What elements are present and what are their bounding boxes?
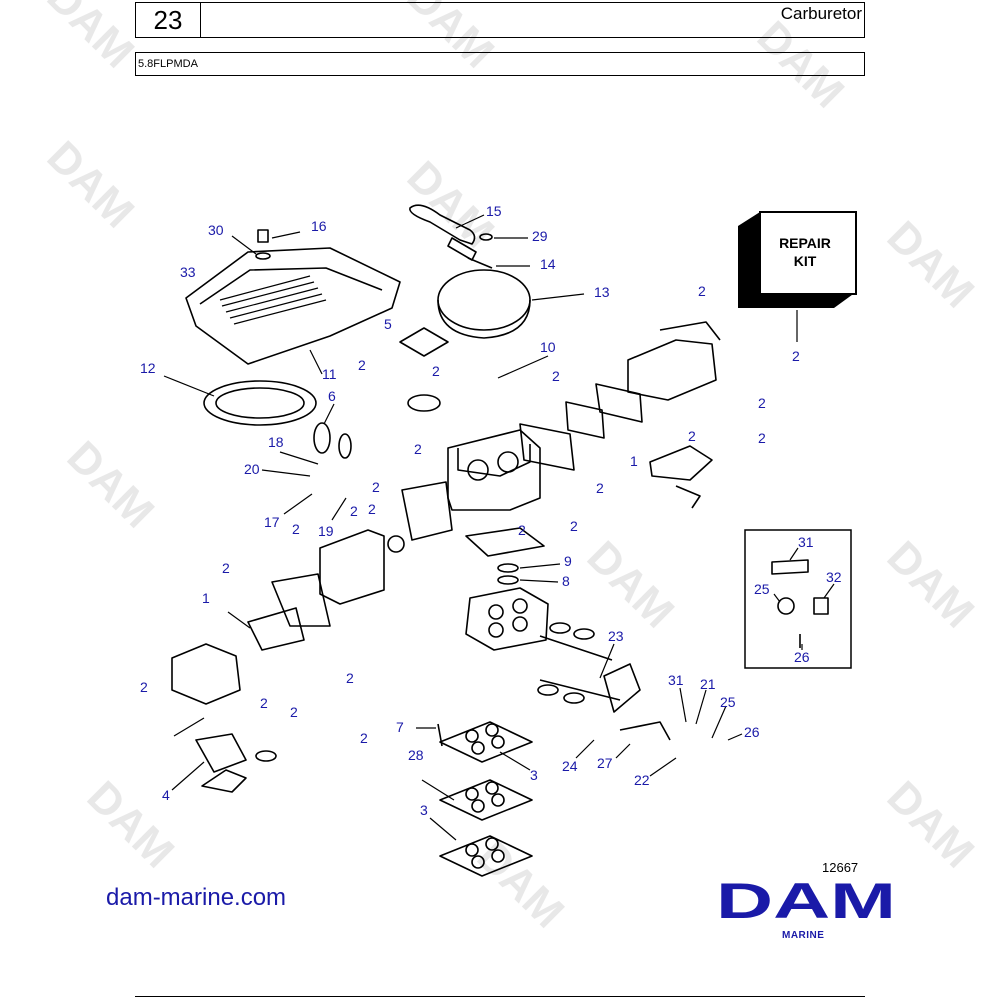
callout-30: 30 — [208, 222, 224, 238]
callout-32-inset: 32 — [826, 569, 842, 585]
logo-subtitle: MARINE — [782, 930, 825, 941]
callout-17: 17 — [264, 514, 280, 530]
callout-5: 5 — [384, 316, 392, 332]
callout-2: 2 — [222, 560, 230, 576]
callout-2: 2 — [596, 480, 604, 496]
footer-rule — [135, 996, 865, 997]
callout-16: 16 — [311, 218, 327, 234]
base-gasket-lower — [439, 835, 533, 877]
callout-13: 13 — [594, 284, 610, 300]
callout-2: 2 — [518, 522, 526, 538]
drawing-number: 12667 — [822, 860, 859, 875]
callout-19: 19 — [318, 523, 334, 539]
dam-logo: DAM — [716, 876, 896, 924]
callout-2: 2 — [792, 348, 800, 364]
callout-12: 12 — [140, 360, 156, 376]
callout-2: 2 — [758, 430, 766, 446]
hose-part — [409, 204, 476, 245]
callout-10: 10 — [540, 339, 556, 355]
callout-2: 2 — [358, 357, 366, 373]
page-number: 23 — [136, 3, 201, 37]
callout-27: 27 — [597, 755, 613, 771]
repair-kit-box: REPAIR KIT — [738, 211, 857, 308]
callout-2: 2 — [552, 368, 560, 384]
callout-2: 2 — [290, 704, 298, 720]
page-title: Carburetor — [780, 4, 862, 23]
callout-28: 28 — [408, 747, 424, 763]
callout-2: 2 — [414, 441, 422, 457]
callout-2: 2 — [346, 670, 354, 686]
callout-3-lower: 3 — [420, 802, 428, 818]
callout-2: 2 — [688, 428, 696, 444]
model-code: 5.8FLPMDA — [135, 52, 865, 76]
page-header: 23 Carburetor — [135, 2, 865, 38]
callout-1-left: 1 — [202, 590, 210, 606]
website-link[interactable]: dam-marine.com — [106, 884, 287, 911]
callout-2: 2 — [372, 479, 380, 495]
callout-15: 15 — [486, 203, 502, 219]
callout-18: 18 — [268, 434, 284, 450]
air-cleaner-cover — [437, 269, 531, 331]
callout-26-inset: 26 — [794, 649, 810, 665]
callout-2: 2 — [360, 730, 368, 746]
callout-1-right: 1 — [630, 453, 638, 469]
callout-31: 31 — [668, 672, 684, 688]
callout-24: 24 — [562, 758, 578, 774]
callout-2: 2 — [432, 363, 440, 379]
callout-3-upper: 3 — [530, 767, 538, 783]
callout-23: 23 — [608, 628, 624, 644]
callout-11: 11 — [322, 366, 337, 382]
throttle-body — [465, 587, 549, 651]
callout-7: 7 — [396, 719, 404, 735]
callout-26: 26 — [744, 724, 760, 740]
svg-text:DAM: DAM — [716, 876, 896, 924]
callout-22: 22 — [634, 772, 650, 788]
callout-2: 2 — [758, 395, 766, 411]
callout-2: 2 — [698, 283, 706, 299]
gasket-ring — [203, 380, 317, 426]
callout-20: 20 — [244, 461, 260, 477]
inset-box — [744, 529, 852, 669]
callout-31-inset: 31 — [798, 534, 814, 550]
fuel-bowl — [627, 339, 717, 401]
repair-kit-line1: REPAIR — [779, 235, 831, 251]
callout-8: 8 — [562, 573, 570, 589]
callout-33: 33 — [180, 264, 196, 280]
callout-2: 2 — [350, 503, 358, 519]
callout-2: 2 — [368, 501, 376, 517]
callout-21: 21 — [700, 676, 716, 692]
callout-9: 9 — [564, 553, 572, 569]
base-gasket-upper — [439, 721, 533, 763]
repair-kit-line2: KIT — [794, 253, 817, 269]
callout-14: 14 — [540, 256, 556, 272]
callout-29: 29 — [532, 228, 548, 244]
callout-2: 2 — [570, 518, 578, 534]
flame-arrestor-housing — [185, 247, 401, 365]
callout-2: 2 — [292, 521, 300, 537]
callout-2: 2 — [140, 679, 148, 695]
base-gasket-middle — [439, 779, 533, 821]
callout-25-inset: 25 — [754, 581, 770, 597]
callout-4: 4 — [162, 787, 170, 803]
callout-2: 2 — [260, 695, 268, 711]
callout-6: 6 — [328, 388, 336, 404]
callout-25: 25 — [720, 694, 736, 710]
